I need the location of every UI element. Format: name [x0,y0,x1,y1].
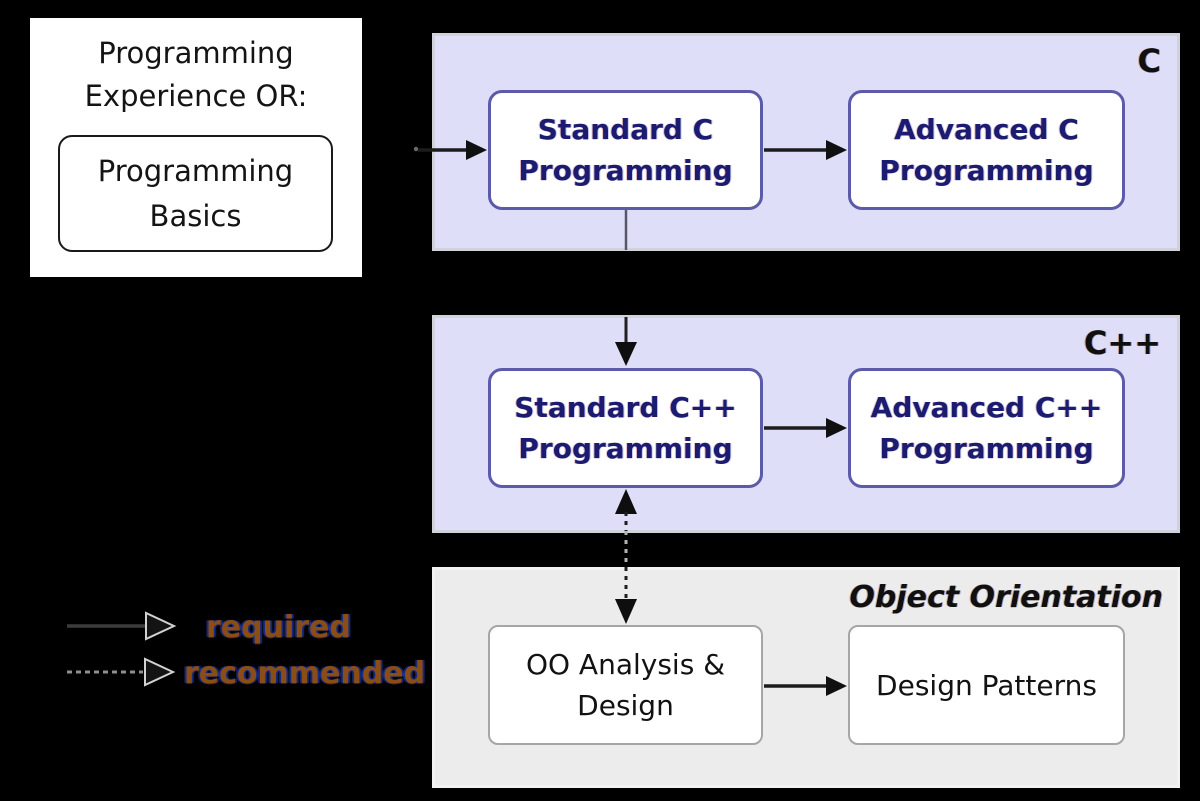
legend-required-label: required [206,610,351,645]
course-advanced-c: Advanced C Programming [848,90,1125,210]
course-oo-analysis-design: OO Analysis & Design [488,625,763,745]
course-design-patterns: Design Patterns [848,625,1125,745]
prerequisite-title: Programming Experience OR: [84,36,308,113]
section-c-label: C [1137,42,1161,80]
course-advanced-cpp: Advanced C++ Programming [848,368,1125,488]
arrow-tail-dot [413,146,419,152]
prerequisite-box: Programming Experience OR: Programming B… [30,18,362,277]
course-programming-basics: Programming Basics [58,135,333,252]
legend-dashed-arrow [67,657,176,687]
legend-solid-arrow [67,611,177,641]
legend-recommended-label: recommended [184,656,426,691]
section-oo-label: Object Orientation [849,580,1163,615]
course-standard-c: Standard C Programming [488,90,763,210]
course-standard-cpp: Standard C++ Programming [488,368,763,488]
section-cpp-label: C++ [1083,324,1161,362]
